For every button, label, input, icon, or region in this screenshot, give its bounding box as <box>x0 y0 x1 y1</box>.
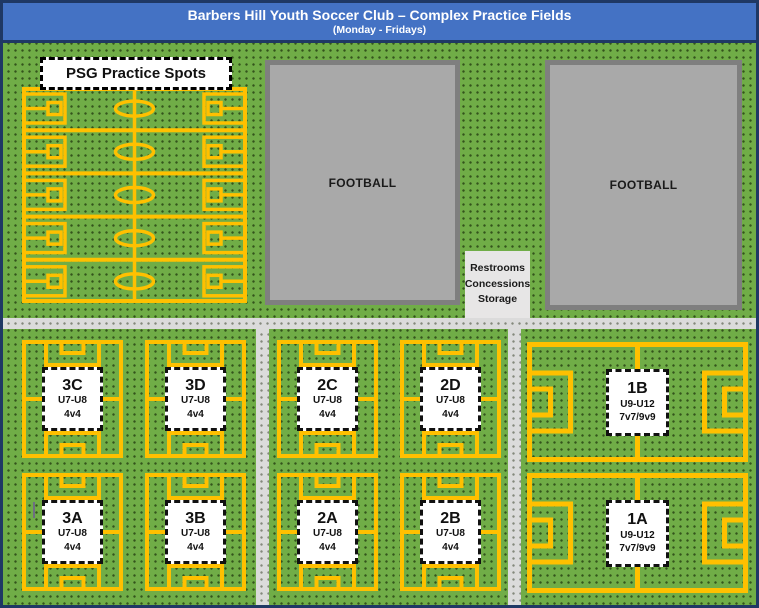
field-id: 2B <box>440 509 461 527</box>
field-2C: 2C U7-U8 4v4 <box>277 340 378 458</box>
field-format: 4v4 <box>319 408 336 420</box>
field-ages: U7-U8 <box>58 528 87 540</box>
field-3C-label-box: 3C U7-U8 4v4 <box>42 367 103 431</box>
field-id: 2D <box>440 376 461 394</box>
psg-practice-spots-label-box: PSG Practice Spots <box>40 57 232 90</box>
field-3B: 3B U7-U8 4v4 <box>145 473 246 591</box>
field-3A-label-box: 3A U7-U8 4v4 <box>42 500 103 564</box>
field-2A-label-box: 2A U7-U8 4v4 <box>297 500 358 564</box>
field-ages: U7-U8 <box>436 395 465 407</box>
field-format: 4v4 <box>187 541 204 553</box>
psg-practice-grid <box>22 87 247 303</box>
football-field-east: FOOTBALL <box>545 60 742 310</box>
field-ages: U9-U12 <box>620 398 655 410</box>
field-format: 4v4 <box>64 408 81 420</box>
field-format: 4v4 <box>442 408 459 420</box>
field-3D: 3D U7-U8 4v4 <box>145 340 246 458</box>
field-3D-label-box: 3D U7-U8 4v4 <box>165 367 226 431</box>
field-id: 3D <box>185 376 206 394</box>
field-2B: 2B U7-U8 4v4 <box>400 473 501 591</box>
field-ages: U7-U8 <box>313 528 342 540</box>
field-ages: U7-U8 <box>58 395 87 407</box>
field-2A: 2A U7-U8 4v4 <box>277 473 378 591</box>
field-id: 2A <box>317 509 338 527</box>
field-2B-label-box: 2B U7-U8 4v4 <box>420 500 481 564</box>
road-horizontal <box>3 318 756 329</box>
field-2D: 2D U7-U8 4v4 <box>400 340 501 458</box>
field-format: 4v4 <box>64 541 81 553</box>
football-field-east-label: FOOTBALL <box>609 178 678 192</box>
psg-practice-spots-label: PSG Practice Spots <box>65 65 207 82</box>
field-format: 4v4 <box>187 408 204 420</box>
facility-line-concessions: Concessions <box>464 277 531 290</box>
field-1B-label-box: 1B U9-U12 7v7/9v9 <box>606 369 669 436</box>
field-2D-label-box: 2D U7-U8 4v4 <box>420 367 481 431</box>
field-format: 4v4 <box>442 541 459 553</box>
field-id: 3A <box>62 509 83 527</box>
title-bar: Barbers Hill Youth Soccer Club – Complex… <box>3 3 756 43</box>
field-3A: 3A U7-U8 4v4 <box>22 473 123 591</box>
field-format: 7v7/9v9 <box>619 412 656 424</box>
football-field-west: FOOTBALL <box>265 60 460 305</box>
facilities-building: Restrooms Concessions Storage <box>465 251 530 318</box>
field-ages: U7-U8 <box>181 395 210 407</box>
football-field-west-label: FOOTBALL <box>328 175 397 190</box>
field-ages: U7-U8 <box>181 528 210 540</box>
page-title: Barbers Hill Youth Soccer Club – Complex… <box>187 7 572 23</box>
road-vertical-west <box>256 329 269 605</box>
facility-line-restrooms: Restrooms <box>470 261 525 274</box>
page-subtitle: (Monday - Fridays) <box>332 24 427 36</box>
field-id: 3B <box>185 509 206 527</box>
field-id: 3C <box>62 376 83 394</box>
field-2C-label-box: 2C U7-U8 4v4 <box>297 367 358 431</box>
field-id: 2C <box>317 376 338 394</box>
field-3B-label-box: 3B U7-U8 4v4 <box>165 500 226 564</box>
field-id: 1A <box>627 511 648 529</box>
field-format: 4v4 <box>319 541 336 553</box>
road-vertical-east <box>508 329 521 605</box>
field-1B: 1B U9-U12 7v7/9v9 <box>527 342 748 462</box>
field-3C: 3C U7-U8 4v4 <box>22 340 123 458</box>
facility-line-storage: Storage <box>477 293 518 306</box>
field-ages: U7-U8 <box>313 395 342 407</box>
field-1A: 1A U9-U12 7v7/9v9 <box>527 473 748 593</box>
field-id: 1B <box>627 380 648 398</box>
field-format: 7v7/9v9 <box>619 543 656 555</box>
field-ages: U9-U12 <box>620 529 655 541</box>
stray-cursor-artifact <box>33 502 35 518</box>
field-ages: U7-U8 <box>436 528 465 540</box>
field-1A-label-box: 1A U9-U12 7v7/9v9 <box>606 500 669 567</box>
